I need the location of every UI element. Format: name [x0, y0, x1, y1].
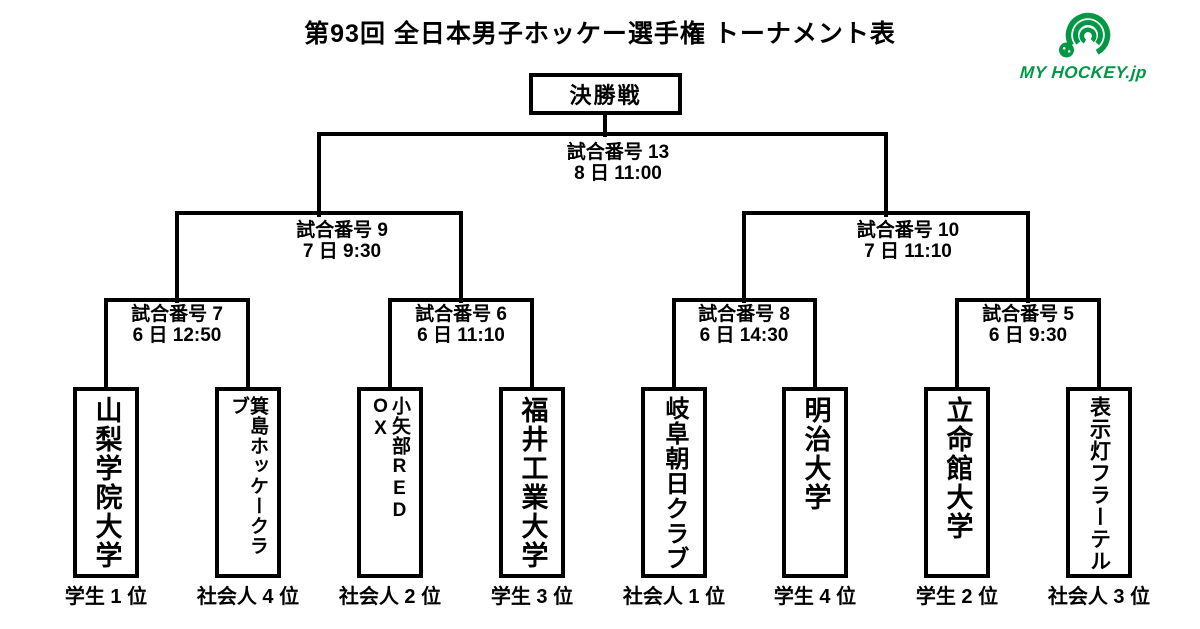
team-box-fukui-kogyo: 福井工業大学	[499, 387, 565, 578]
team-name: 箕島ホッケークラブ	[228, 396, 268, 556]
team-name: 福井工業大学	[517, 396, 548, 570]
match-7-number: 試合番号 7	[131, 304, 223, 325]
seed-label: 社会人 1 位	[622, 586, 726, 608]
connector-semi-right	[742, 211, 1030, 303]
connector-qf-7	[104, 298, 250, 391]
seed-label: 社会人 3 位	[1047, 586, 1151, 608]
match-9-time: 7 日 9:30	[302, 241, 382, 262]
match-7-time: 6 日 12:50	[132, 325, 222, 346]
connector-qf-6	[388, 298, 534, 391]
final-box: 決勝戦	[529, 73, 682, 115]
page-title: 第93回 全日本男子ホッケー選手権 トーナメント表	[304, 20, 896, 48]
match-13-label: 試合番号 13 8 日 11:00	[508, 142, 728, 184]
match-10-time: 7 日 11:10	[864, 241, 952, 262]
team-box-hyojito-flaterre: 表示灯フラーテル	[1066, 387, 1132, 578]
team-name: 立命館大学	[942, 396, 973, 541]
match-10-label: 試合番号 10 7 日 11:10	[798, 220, 1018, 262]
team-name: 岐阜朝日クラブ	[661, 396, 688, 571]
match-5-label: 試合番号 5 6 日 9:30	[918, 304, 1138, 346]
seed-label: 学生 1 位	[64, 586, 148, 608]
connector-semi-left	[175, 211, 463, 303]
team-box-yamanashi-gakuin: 山梨学院大学	[73, 387, 139, 578]
match-7-label: 試合番号 7 6 日 12:50	[67, 304, 287, 346]
team-box-ritsumeikan: 立命館大学	[924, 387, 990, 578]
seed-label: 社会人 4 位	[196, 586, 300, 608]
match-6-label: 試合番号 6 6 日 11:10	[351, 304, 571, 346]
match-5-time: 6 日 9:30	[988, 325, 1068, 346]
seed-label: 社会人 2 位	[338, 586, 442, 608]
match-8-label: 試合番号 8 6 日 14:30	[634, 304, 854, 346]
team-box-minoshima-hockey-club: 箕島ホッケークラブ	[215, 387, 281, 578]
team-box-oyabe-red-ox: 小矢部RED OX	[357, 387, 423, 578]
connector-qf-8	[672, 298, 817, 391]
match-8-time: 6 日 14:30	[699, 325, 789, 346]
seed-label: 学生 3 位	[490, 586, 574, 608]
team-name: 小矢部RED OX	[370, 396, 410, 522]
match-13-time: 8 日 11:00	[574, 163, 662, 184]
team-box-meiji: 明治大学	[782, 387, 848, 578]
match-6-number: 試合番号 6	[415, 304, 507, 325]
match-5-number: 試合番号 5	[982, 304, 1074, 325]
match-8-number: 試合番号 8	[698, 304, 790, 325]
connector-final	[317, 132, 888, 217]
seed-label: 学生 4 位	[773, 586, 857, 608]
seed-label: 学生 2 位	[915, 586, 999, 608]
team-name: 山梨学院大学	[91, 396, 122, 570]
team-box-gifu-asahi-club: 岐阜朝日クラブ	[641, 387, 707, 578]
match-13-number: 試合番号 13	[566, 142, 670, 163]
match-9-label: 試合番号 9 7 日 9:30	[232, 220, 452, 262]
team-name: 表示灯フラーテル	[1087, 396, 1111, 572]
team-name: 明治大学	[800, 396, 831, 512]
hockey-swirl-icon	[1059, 12, 1111, 58]
match-6-time: 6 日 11:10	[417, 325, 505, 346]
match-9-number: 試合番号 9	[296, 220, 388, 241]
final-label: 決勝戦	[569, 83, 642, 108]
connector-qf-5	[955, 298, 1101, 391]
match-10-number: 試合番号 10	[856, 220, 960, 241]
logo: MY HOCKEY.jp	[988, 12, 1178, 83]
